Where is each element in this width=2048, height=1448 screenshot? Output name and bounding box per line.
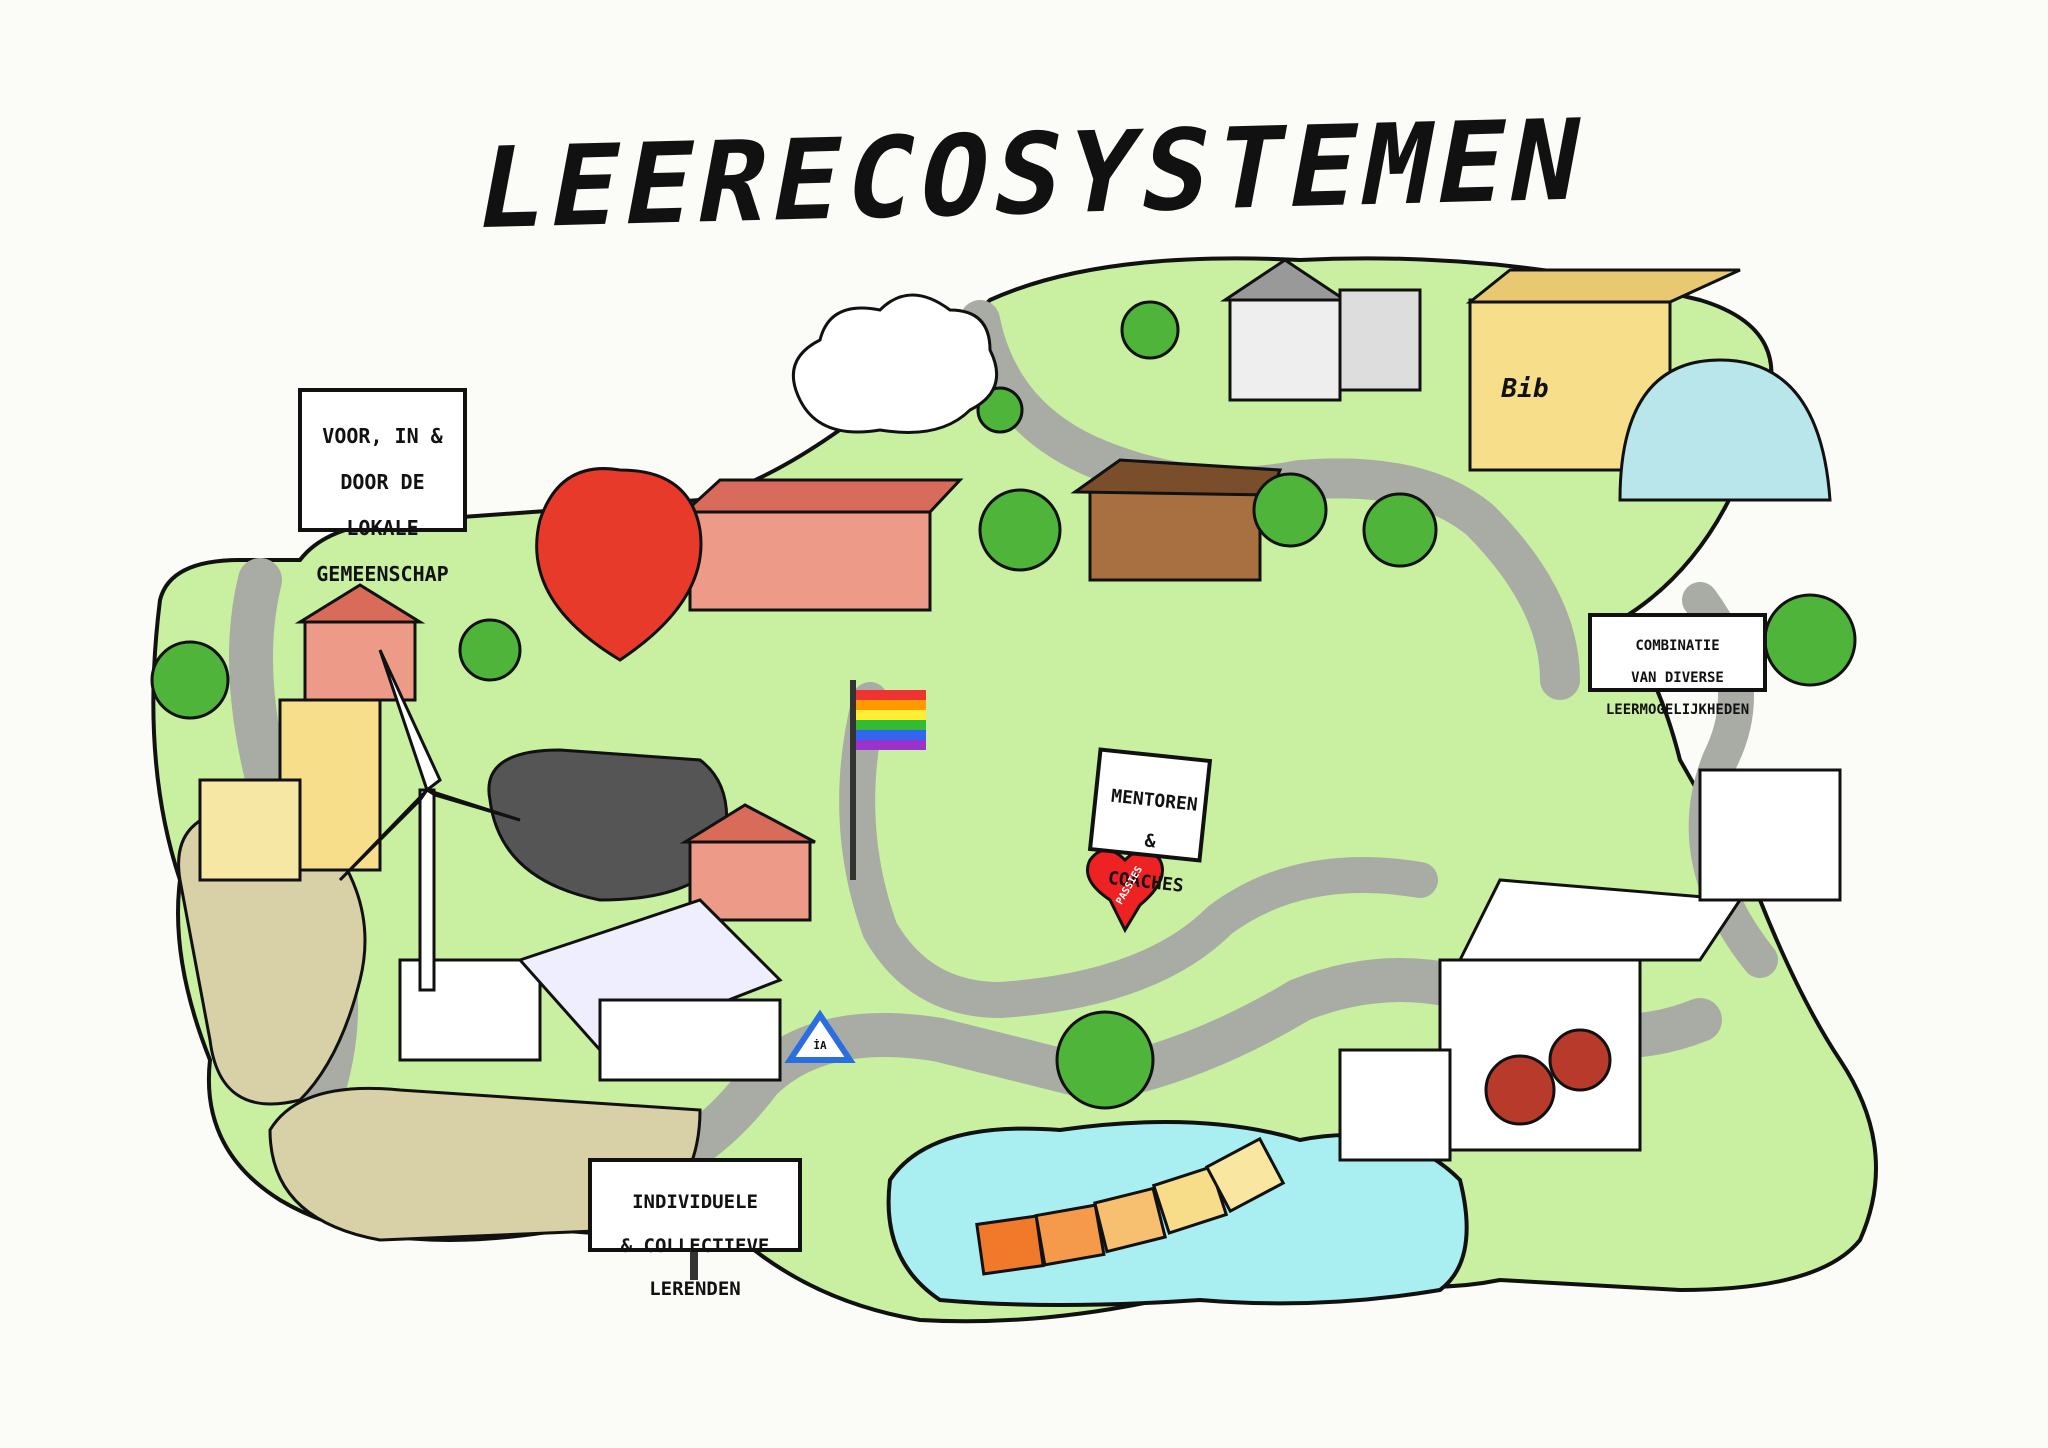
sign-text-mentoren: MENTOREN & COACHES: [1106, 785, 1199, 898]
trees: [150, 300, 1857, 1110]
house: [294, 583, 426, 702]
heart: [1086, 848, 1164, 934]
sign-text-individuele: INDIVIDUELE & COLLECTIEVE LERENDEN: [620, 1190, 770, 1301]
sign-voor-in-door: [298, 388, 467, 532]
house: [679, 803, 816, 922]
road-sign: [784, 1009, 856, 1063]
page-title: LEERECOSYSTEMEN: [465, 95, 1598, 255]
library-sign-text: Bib: [1501, 374, 1549, 404]
road-sign-text: İA: [813, 1039, 827, 1052]
library-building: [1465, 268, 1832, 502]
garden-shed: [1070, 458, 1283, 582]
thought-cloud: [791, 293, 999, 434]
sign-mentoren: [1087, 747, 1213, 863]
sign-combinatie: [1588, 613, 1767, 692]
road: [839, 682, 1438, 1019]
factory-solar-panels: [398, 898, 783, 1082]
red-trees: [1484, 1028, 1612, 1126]
sign-text-voor-in-door: VOOR, IN & DOOR DE LOKALE GEMEENSCHAP: [316, 424, 449, 586]
sign-post: [690, 1250, 698, 1280]
museum-building: [1220, 258, 1422, 402]
whiteboard: [1698, 768, 1842, 902]
wind-turbine: [338, 649, 521, 992]
rainbow-flag: [850, 680, 926, 880]
location-pin: [535, 467, 703, 662]
sign-individuele: [588, 1158, 802, 1252]
puzzle-path: [975, 1136, 1286, 1276]
school-building: [681, 478, 964, 612]
apartment-building: [198, 698, 382, 882]
sign-text-combinatie: COMBINATIE VAN DIVERSE LEERMOGELIJKHEDEN: [1605, 638, 1750, 719]
